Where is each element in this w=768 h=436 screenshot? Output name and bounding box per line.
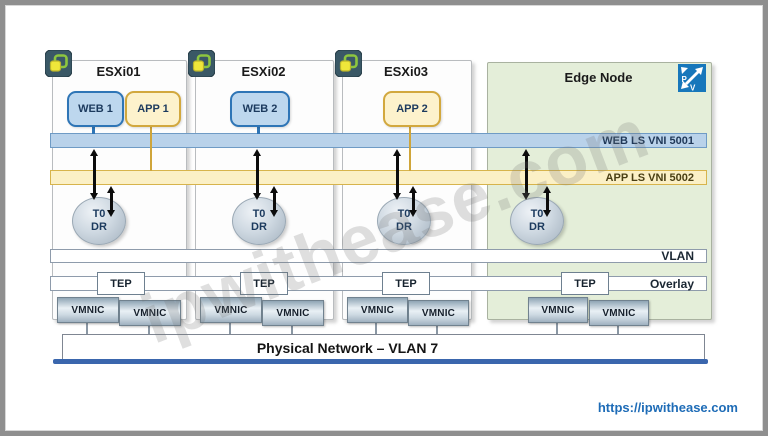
host-title-esxi02: ESXi02	[241, 64, 286, 79]
tep-box: TEP	[382, 272, 430, 295]
app-ls-label: APP LS VNI 5002	[605, 171, 694, 184]
nic-uplink-line	[229, 321, 231, 334]
physical-network-box: Physical Network – VLAN 7	[62, 334, 705, 361]
app-to-t0-arrow	[107, 186, 116, 217]
t0-dr-router: T0 DR	[72, 197, 126, 245]
nic-uplink-line	[148, 324, 150, 334]
web-ls-label: WEB LS VNI 5001	[602, 134, 694, 147]
t0-dr-router: T0 DR	[232, 197, 286, 245]
router-label: DR	[251, 221, 267, 233]
vmnic-box: VMNIC	[200, 297, 262, 323]
svg-text:V: V	[690, 84, 696, 93]
router-label: T0	[397, 208, 411, 221]
nic-uplink-line	[617, 324, 619, 334]
physical-network-line	[53, 359, 708, 364]
vmnic-box: VMNIC	[589, 300, 649, 326]
app2-link-line	[409, 123, 411, 171]
vm-web1: WEB 1	[67, 91, 124, 127]
svg-text:P: P	[682, 75, 688, 84]
vm-app2: APP 2	[383, 91, 441, 127]
app-to-t0-arrow	[270, 186, 279, 217]
t0-dr-router: T0 DR	[377, 197, 431, 245]
nic-uplink-line	[291, 324, 293, 334]
router-label: T0	[92, 208, 106, 221]
web2-link-line	[257, 123, 260, 134]
web1-link-line	[92, 123, 95, 134]
web-to-t0-arrow	[393, 149, 402, 200]
web-to-t0-arrow	[522, 149, 531, 200]
footer-url-link[interactable]: https://ipwithease.com	[597, 400, 738, 415]
router-label: DR	[529, 221, 545, 233]
web-to-t0-arrow	[90, 149, 99, 200]
vmnic-box: VMNIC	[57, 297, 119, 323]
app-to-t0-arrow	[543, 186, 552, 217]
web-logical-switch-bar: WEB LS VNI 5001	[50, 133, 707, 148]
overlay-transport-bar: Overlay	[50, 276, 707, 291]
router-label: DR	[91, 221, 107, 233]
vmnic-box: VMNIC	[119, 300, 181, 326]
esxi-hypervisor-icon	[334, 49, 363, 78]
tep-box: TEP	[561, 272, 609, 295]
nic-uplink-line	[556, 321, 558, 334]
vmnic-box: VMNIC	[408, 300, 469, 326]
router-label: T0	[530, 208, 544, 221]
t0-dr-router: T0 DR	[510, 197, 564, 245]
vlan-transport-bar: VLAN	[50, 249, 707, 263]
edge-node-title: Edge Node	[564, 70, 633, 85]
vm-web2: WEB 2	[230, 91, 290, 127]
app-to-t0-arrow	[409, 186, 418, 217]
vmnic-box: VMNIC	[262, 300, 324, 326]
tep-box: TEP	[240, 272, 288, 295]
router-label: T0	[252, 208, 266, 221]
esxi-hypervisor-icon	[187, 49, 216, 78]
vlan-label: VLAN	[661, 249, 694, 263]
vm-app1: APP 1	[125, 91, 181, 127]
app1-link-line	[150, 123, 152, 171]
router-label: DR	[396, 221, 412, 233]
vmnic-box: VMNIC	[528, 297, 588, 323]
web-to-t0-arrow	[253, 149, 262, 200]
nic-uplink-line	[375, 321, 377, 334]
app-logical-switch-bar: APP LS VNI 5002	[50, 170, 707, 185]
host-title-esxi03: ESXi03	[383, 64, 429, 79]
tep-box: TEP	[97, 272, 145, 295]
nic-uplink-line	[436, 324, 438, 334]
nic-uplink-line	[86, 321, 88, 334]
vmnic-box: VMNIC	[347, 297, 408, 323]
host-title-esxi01: ESXi01	[96, 64, 141, 79]
physical-network-label: Physical Network – VLAN 7	[256, 339, 439, 356]
esxi-hypervisor-icon	[44, 49, 73, 78]
overlay-label: Overlay	[649, 276, 694, 291]
